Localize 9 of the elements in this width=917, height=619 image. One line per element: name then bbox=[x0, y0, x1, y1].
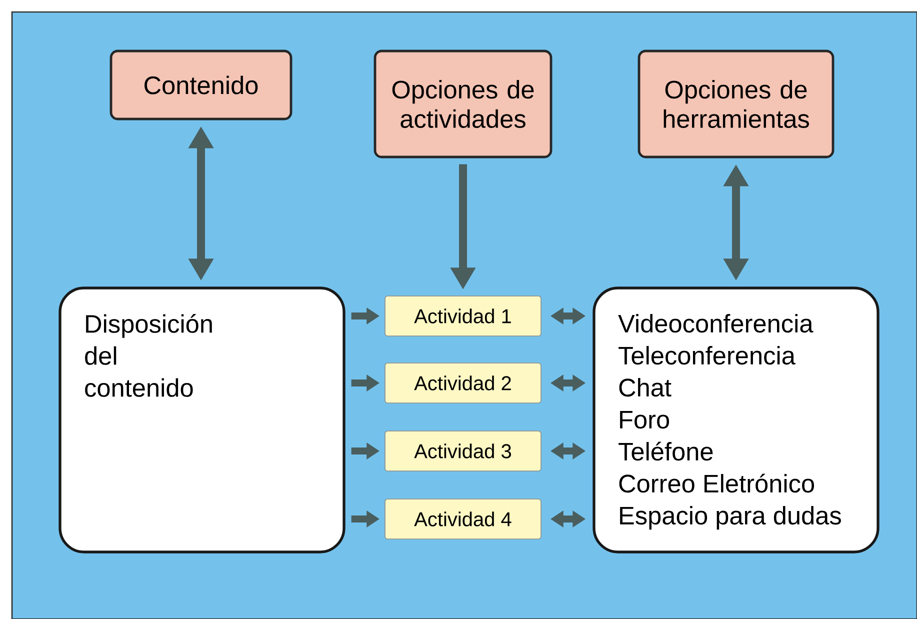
activity-box: Actividad 3 bbox=[384, 430, 542, 472]
category-box: Opciones de actividades bbox=[374, 50, 552, 158]
content-box: Videoconferencia Teleconferencia Chat Foro Teléfone Correo Eletrónico Espacio para dudas bbox=[592, 286, 880, 554]
activity-box: Actividad 4 bbox=[384, 498, 542, 540]
activity-box: Actividad 1 bbox=[384, 296, 542, 336]
category-box: Opciones de herramientas bbox=[638, 50, 834, 158]
category-box: Contenido bbox=[110, 50, 292, 120]
content-box: Disposición del contenido bbox=[58, 286, 346, 554]
activity-box: Actividad 2 bbox=[384, 362, 542, 404]
